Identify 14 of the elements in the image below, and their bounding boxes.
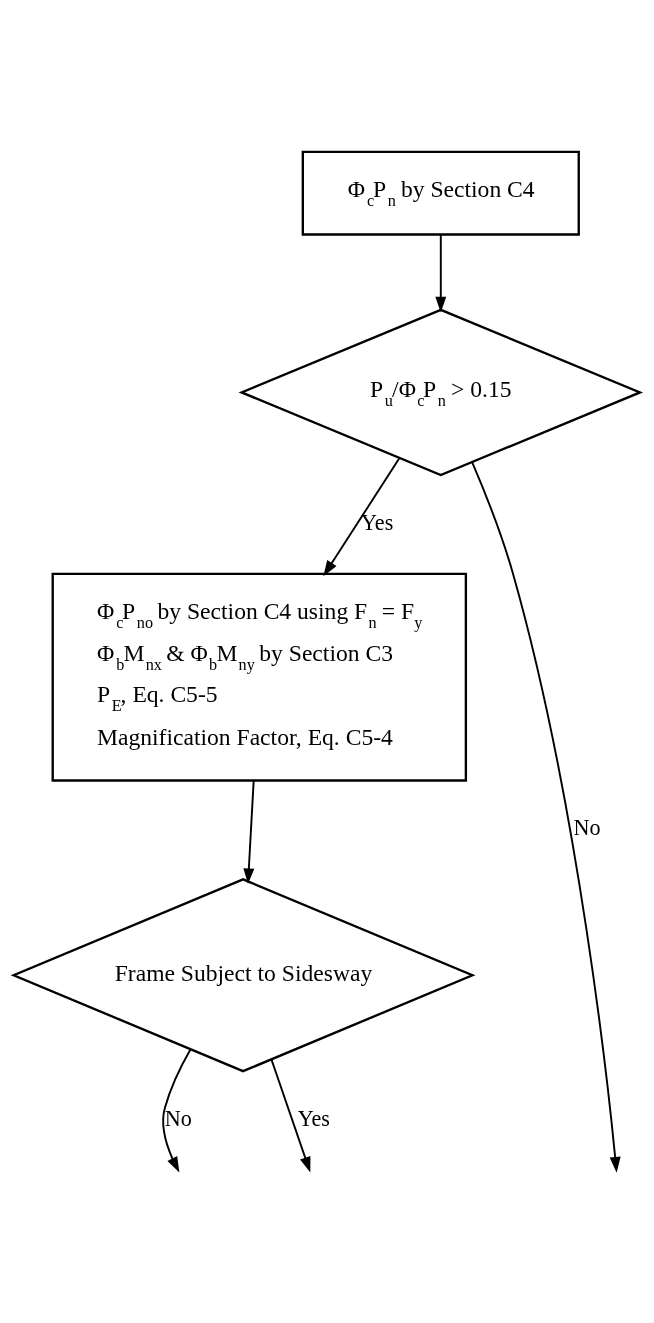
node-diamond: Frame Subject to Sidesway [10,878,476,1073]
arrow [471,461,621,1173]
edge-label: No [573,815,601,841]
arrow [243,779,255,885]
edge-label: Yes [361,509,394,535]
node-box: Φ$_{c}$P$_{n}$ by Section C4 [301,150,580,236]
arrow [162,1048,192,1173]
arrow [270,1058,311,1173]
node-diamond: P$_{u}$/Φ$_{c}$P$_{n}$ > 0.15 [238,308,644,477]
edge-label: No [164,1105,192,1131]
arrow [435,233,447,313]
edge-label: Yes [297,1105,330,1131]
node-box: Φ$_{c}$P$_{no}$ by Section C4 using F$_{n}$ = F$_{y}$ Φ$_{b}$M$_{nx}$ & Φ$_{b}$M$_{ny}$ by Section C3 P$_{E}$, Eq. C5-5 Magnification Factor, Eq. C5-4 [51,572,468,782]
arrow [323,457,401,577]
